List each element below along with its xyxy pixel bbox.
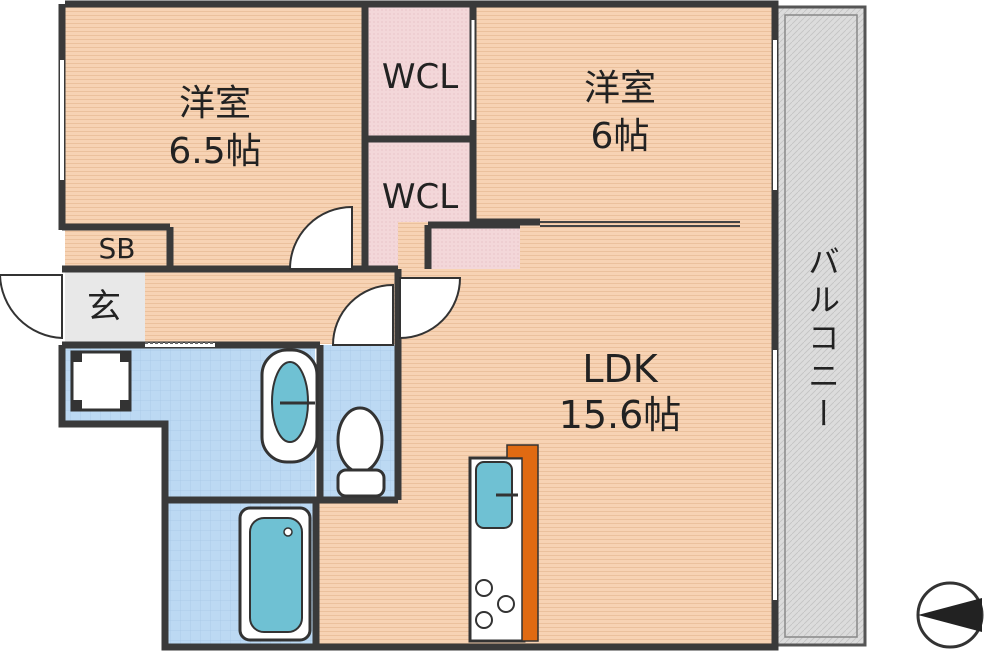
sink-icon xyxy=(475,461,518,529)
sliding-doors xyxy=(60,20,777,600)
bathtub-icon xyxy=(238,506,312,642)
entrance xyxy=(65,270,145,342)
balcony xyxy=(775,5,867,647)
door-swing-icon xyxy=(0,205,462,346)
room-labels: 洋室 6.5帖 洋室 6帖 WCL WCL SB 玄 LDK 15.6帖 バルコ… xyxy=(87,57,841,437)
closet-label-bottom: WCL xyxy=(382,177,458,217)
washing-machine-icon xyxy=(70,350,132,412)
closet-label-top: WCL xyxy=(382,57,458,97)
room-name-ldk: LDK xyxy=(582,347,658,391)
western-room-right xyxy=(475,7,775,222)
ldk-floor-lower xyxy=(318,500,403,645)
entrance-label: 玄 xyxy=(87,287,121,327)
toilet-icon xyxy=(336,406,386,498)
room-name-western-right: 洋室 xyxy=(584,68,656,109)
ldk-floor xyxy=(398,222,775,645)
kitchen-counter xyxy=(468,444,539,643)
room-name-western-left: 洋室 xyxy=(179,83,251,124)
shoe-box xyxy=(65,227,170,265)
room-size-western-left: 6.5帖 xyxy=(168,131,261,172)
closet-top xyxy=(368,7,473,137)
washbasin-icon xyxy=(260,348,319,464)
small-closet xyxy=(430,225,520,269)
stove-icon xyxy=(475,579,515,629)
balcony-label: バルコニー xyxy=(803,245,841,435)
shoe-box-label: SB xyxy=(99,232,136,265)
room-size-western-right: 6帖 xyxy=(591,116,650,157)
room-size-ldk: 15.6帖 xyxy=(559,393,682,437)
compass-icon xyxy=(916,581,984,649)
